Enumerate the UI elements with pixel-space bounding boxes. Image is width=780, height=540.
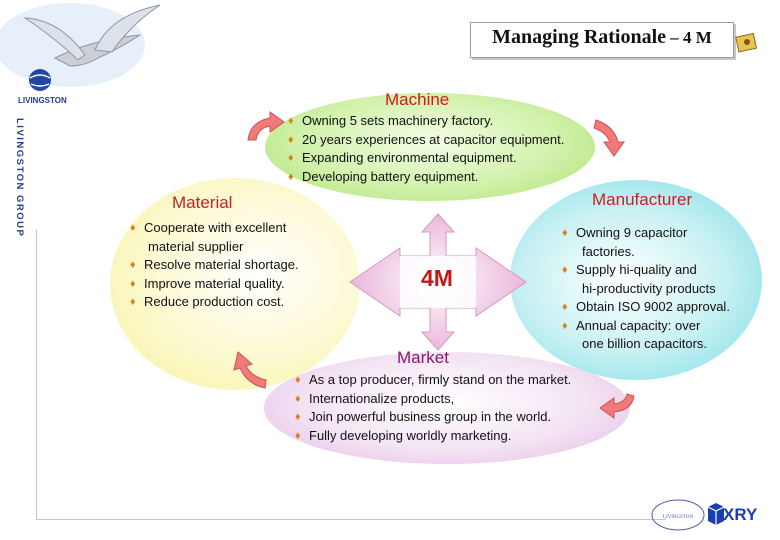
manufacturer-item-2-cont: hi-productivity products (582, 280, 716, 296)
list-item-continuation: factories. (562, 243, 730, 262)
material-item-1: Cooperate with excellent (144, 220, 287, 235)
cycle-arrow-bottom-right (599, 393, 635, 419)
list-item: ♦ Expanding environmental equipment. (288, 149, 564, 168)
title-word-1: Managing (492, 26, 584, 48)
list-item: ♦ 20 years experiences at capacitor equip… (288, 131, 564, 150)
material-list: ♦ Cooperate with excellent material suppl… (130, 219, 299, 312)
market-zone (264, 352, 630, 464)
four-way-arrow (349, 213, 527, 351)
machine-item-1: Owning 5 sets machinery factory. (302, 113, 494, 128)
machine-zone (265, 93, 595, 201)
material-heading: Material (172, 193, 233, 212)
diamond-bullet-icon: ♦ (562, 227, 568, 239)
diamond-bullet-icon: ♦ (130, 277, 136, 290)
material-item-3: Improve material quality. (144, 275, 285, 291)
diamond-bullet-icon: ♦ (295, 374, 301, 386)
manufacturer-item-4: Annual capacity: over (576, 317, 701, 333)
list-item: ♦ Fully developing worldly marketing. (295, 427, 571, 446)
list-item: ♦ Reduce production cost. (130, 293, 299, 312)
page-title: Managing Rationale – 4 M (472, 26, 732, 49)
machine-item-3: Expanding environmental equipment. (302, 150, 517, 165)
market-item-4: Fully developing worldly marketing. (309, 427, 512, 443)
title-decoration-icon (735, 30, 759, 54)
vertical-brand-text: LIVINGSTON GROUP (14, 118, 38, 238)
list-item: ♦ Improve material quality. (130, 275, 299, 294)
diamond-bullet-icon: ♦ (295, 392, 301, 405)
material-zone (110, 178, 360, 390)
title-word-2: Rationale (583, 26, 667, 48)
list-item: ♦ Owning 9 capacitor (562, 224, 730, 243)
list-item: ♦ Supply hi-quality and (562, 261, 730, 280)
list-item: ♦ Owning 5 sets machinery factory. (288, 112, 564, 131)
manufacturer-zone (510, 180, 762, 380)
company-logo: LIVINGSTON (0, 0, 200, 110)
list-item: ♦ Resolve material shortage. (130, 256, 299, 275)
machine-list: ♦ Owning 5 sets machinery factory. ♦ 20 ye… (288, 112, 564, 186)
cycle-arrow-top-right (593, 119, 625, 157)
diamond-bullet-icon: ♦ (288, 133, 294, 146)
market-item-2: Internationalize products, (309, 390, 455, 406)
diamond-bullet-icon: ♦ (295, 411, 301, 423)
title-word-3: – 4 M (666, 28, 712, 47)
machine-item-4: Developing battery equipment. (302, 168, 479, 184)
market-list: ♦ As a top producer, firmly stand on the … (295, 371, 571, 445)
manufacturer-heading: Manufacturer (592, 190, 693, 209)
cycle-arrow-bottom-left (233, 351, 267, 389)
diamond-bullet-icon: ♦ (562, 319, 568, 332)
list-item: ♦ Internationalize products, (295, 390, 571, 409)
manufacturer-item-1: Owning 9 capacitor (576, 225, 688, 240)
list-item-continuation: material supplier (130, 238, 299, 257)
diamond-bullet-icon: ♦ (288, 170, 294, 183)
diamond-bullet-icon: ♦ (130, 259, 136, 271)
list-item: ♦ Obtain ISO 9002 approval. (562, 298, 730, 317)
material-item-1-cont: material supplier (148, 238, 244, 254)
diamond-bullet-icon: ♦ (130, 222, 136, 234)
manufacturer-list: ♦ Owning 9 capacitor factories. ♦ Supply h… (562, 224, 730, 354)
footer-logo: LIVINGSTON (650, 497, 770, 533)
brand-vertical-label: LIVINGSTON GROUP (14, 118, 25, 238)
manufacturer-item-4-cont: one billion capacitors. (582, 336, 708, 351)
xry-brand-text: XRY (723, 505, 758, 524)
diamond-bullet-icon: ♦ (130, 296, 136, 308)
material-item-4: Reduce production cost. (144, 294, 285, 309)
list-item-continuation: one billion capacitors. (562, 335, 730, 354)
diamond-bullet-icon: ♦ (288, 152, 294, 164)
diamond-bullet-icon: ♦ (288, 115, 294, 127)
cycle-arrow-top-left (247, 111, 285, 141)
list-item: ♦ Annual capacity: over (562, 317, 730, 336)
list-item-continuation: hi-productivity products (562, 280, 730, 299)
logo-text: LIVINGSTON (18, 96, 67, 105)
diamond-bullet-icon: ♦ (562, 301, 568, 313)
market-heading: Market (397, 348, 449, 367)
manufacturer-item-1-cont: factories. (582, 243, 635, 259)
list-item: ♦ Join powerful business group in the wor… (295, 408, 571, 427)
machine-heading: Machine (385, 90, 450, 109)
center-4m-label: 4M (421, 265, 453, 291)
list-item: ♦ Developing battery equipment. (288, 168, 564, 187)
diamond-bullet-icon: ♦ (295, 429, 301, 442)
list-item: ♦ Cooperate with excellent (130, 219, 299, 238)
manufacturer-item-3: Obtain ISO 9002 approval. (576, 299, 730, 314)
footer-logo-caption: LIVINGSTON (663, 515, 694, 520)
bottom-divider (36, 519, 666, 520)
diamond-bullet-icon: ♦ (562, 264, 568, 276)
manufacturer-item-2: Supply hi-quality and (576, 262, 697, 277)
title-frame (470, 22, 734, 58)
left-divider (36, 230, 37, 520)
market-item-3: Join powerful business group in the worl… (309, 409, 552, 424)
list-item: ♦ As a top producer, firmly stand on the … (295, 371, 571, 390)
material-item-2: Resolve material shortage. (144, 257, 299, 272)
machine-item-2: 20 years experiences at capacitor equipm… (302, 131, 565, 147)
market-item-1: As a top producer, firmly stand on the m… (309, 372, 572, 387)
